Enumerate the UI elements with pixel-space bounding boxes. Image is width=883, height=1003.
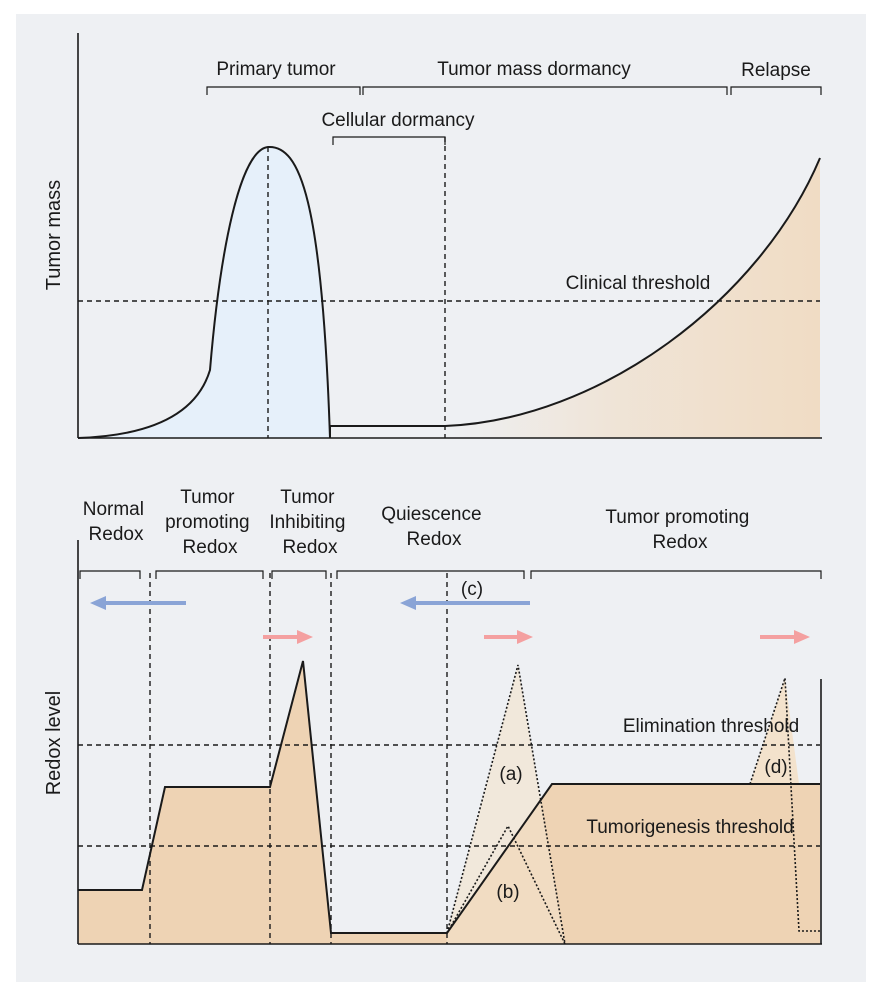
normal-redox-bracket: [79, 570, 141, 579]
tumorigenesis-threshold-label: Tumorigenesis threshold: [586, 817, 793, 838]
primary-tumor-area: [78, 146, 330, 438]
elimination-threshold-label: Elimination threshold: [623, 716, 799, 737]
tumor-promoting-redox-label-1: Tumor promoting Redox: [165, 487, 255, 558]
tumor-promoting-redox-label-2: Tumor promoting Redox: [605, 507, 754, 553]
normal-redox-label: Normal Redox: [83, 499, 150, 545]
increase-arrow-d: [760, 630, 810, 644]
annotation-b: (b): [496, 882, 519, 903]
increase-arrow-a: [484, 630, 533, 644]
relapse-bracket: [730, 86, 822, 95]
redox-level-axis-label: Redox level: [43, 691, 65, 796]
annotation-a: (a): [499, 764, 522, 785]
annotation-c: (c): [461, 579, 483, 600]
clinical-threshold-label: Clinical threshold: [566, 273, 711, 294]
tumor-mass-dormancy-label: Tumor mass dormancy: [437, 59, 631, 80]
cellular-dormancy-label: Cellular dormancy: [321, 110, 475, 131]
quiescence-redox-bracket: [336, 570, 525, 579]
relapse-area: [445, 158, 820, 438]
spike-d-area: [750, 678, 799, 784]
tumor-inhibiting-redox-bracket: [271, 570, 327, 579]
tumor-promoting-redox-bracket-1: [155, 570, 264, 579]
cellular-dormancy-bracket: [332, 136, 446, 145]
decrease-arrow-normal: [90, 596, 186, 610]
redox-level-panel: Normal Redox Tumor promoting Redox Tumor…: [43, 487, 822, 945]
scenario-a-curve: [446, 664, 566, 945]
tumor-mass-panel: Primary tumor Tumor mass dormancy Relaps…: [43, 33, 822, 439]
redox-curve: [78, 660, 820, 934]
tumor-mass-axis-label: Tumor mass: [43, 180, 65, 290]
tumor-promoting-redox-bracket-2: [530, 570, 822, 579]
primary-tumor-label: Primary tumor: [216, 59, 336, 80]
tumor-mass-dormancy-bracket: [362, 86, 728, 95]
spike-a-area: [447, 665, 565, 944]
increase-arrow-inhibiting: [263, 630, 313, 644]
annotation-d: (d): [764, 757, 787, 778]
relapse-label: Relapse: [741, 60, 811, 81]
scenario-b-curve: [446, 824, 566, 945]
tumor-mass-curve: [77, 145, 821, 439]
quiescence-redox-label: Quiescence Redox: [381, 504, 487, 550]
decrease-arrow-c: [400, 596, 530, 610]
redox-area: [78, 661, 820, 944]
tumor-inhibiting-redox-label: Tumor Inhibiting Redox: [269, 487, 350, 558]
primary-tumor-bracket: [206, 86, 361, 95]
